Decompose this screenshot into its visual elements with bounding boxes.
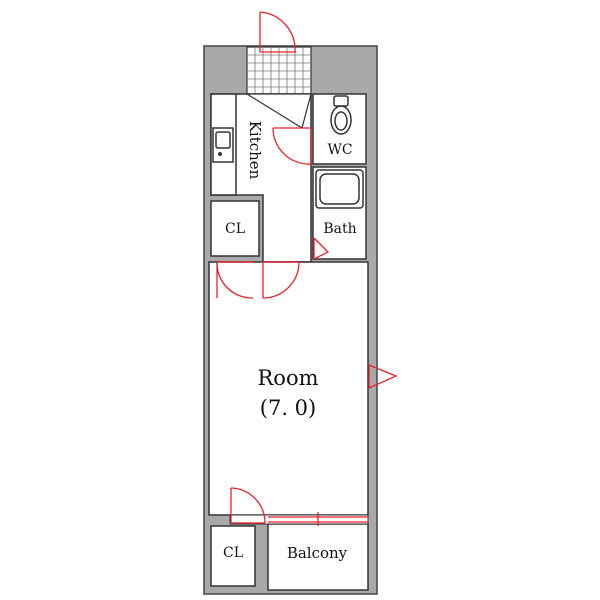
entrance-door: [259, 11, 296, 53]
balcony-sliding-door: [268, 512, 368, 526]
room-name-label: Room: [257, 366, 318, 390]
room-door: [262, 261, 300, 299]
balcony-label: Balcony: [287, 544, 348, 562]
entrance-tiles: [246, 46, 312, 95]
closet-bottom-label: CL: [223, 545, 243, 561]
balcony-wall-strip: [229, 514, 369, 525]
side-window: [368, 364, 398, 389]
main-room: [208, 261, 369, 516]
closet-bottom-door: [230, 487, 266, 524]
kitchen-counter: [210, 93, 237, 196]
balcony-area: [267, 523, 369, 591]
toilet-icon: [330, 95, 352, 135]
bath-room: [312, 166, 367, 260]
closet-bottom: [210, 525, 256, 587]
kitchen-label: Kitchen: [246, 121, 264, 180]
closet-top-door: [216, 261, 254, 299]
sink-icon: [212, 127, 234, 163]
bath-door: [313, 237, 330, 260]
closet-top: [210, 200, 260, 257]
bathtub-icon: [315, 169, 364, 209]
entrance-step: [244, 93, 312, 129]
wc-door: [272, 127, 312, 165]
wc-label: WC: [327, 142, 352, 158]
bath-label: Bath: [323, 221, 356, 237]
closet-top-label: CL: [225, 221, 245, 237]
room-size-label: (7. 0): [260, 396, 316, 420]
